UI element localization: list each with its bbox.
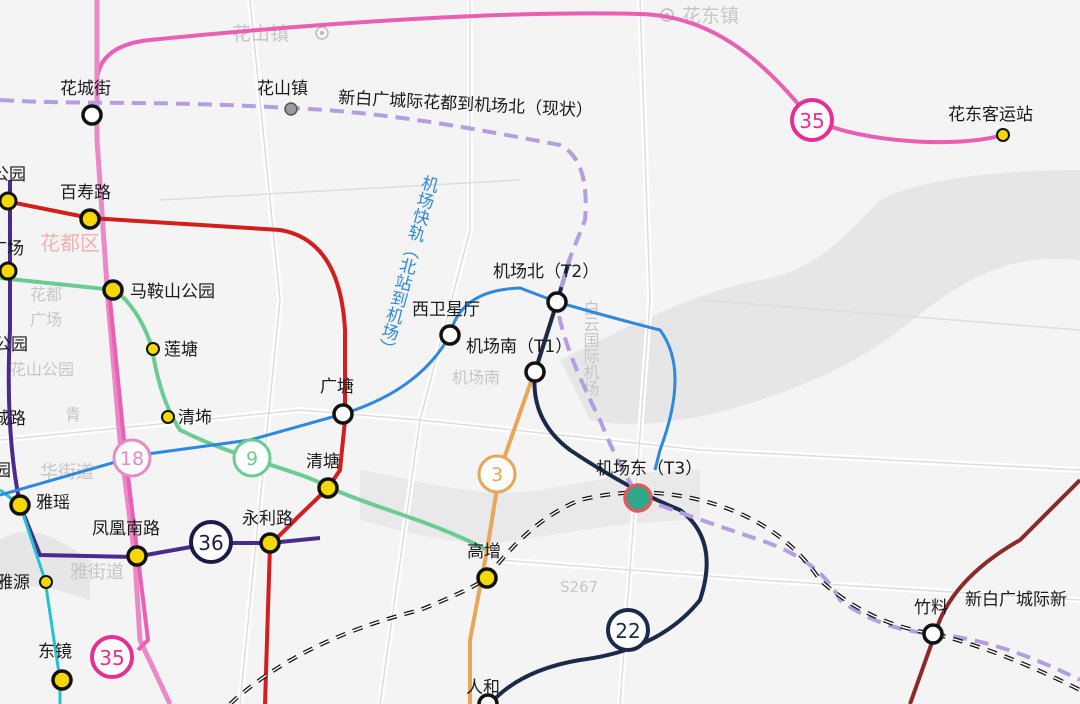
badge-line-9[interactable]: 9 bbox=[232, 438, 272, 478]
svg-text:高增: 高增 bbox=[467, 542, 501, 562]
svg-text:花山镇: 花山镇 bbox=[257, 79, 308, 99]
line-intercity-lavender[interactable] bbox=[0, 98, 1080, 682]
svg-text:公园: 公园 bbox=[0, 335, 28, 355]
place-baiyunjichang: 白云国际机场 bbox=[581, 300, 600, 397]
svg-text:9: 9 bbox=[246, 448, 258, 470]
terrain-ridge-south bbox=[360, 470, 700, 543]
svg-text:凤凰南路: 凤凰南路 bbox=[92, 519, 160, 539]
svg-text:公园: 公园 bbox=[0, 165, 26, 185]
station-jichangdong[interactable]: 机场东（T3） bbox=[596, 459, 702, 513]
place-huaduqu: 花都区 bbox=[40, 231, 100, 255]
place-guangchang: 广场 bbox=[30, 310, 62, 329]
station-fenghuangnanlu[interactable]: 凤凰南路 bbox=[92, 519, 160, 567]
svg-text:西卫星厅: 西卫星厅 bbox=[412, 300, 480, 320]
station-gaozeng[interactable]: 高增 bbox=[467, 542, 501, 589]
line-airport-express[interactable] bbox=[0, 286, 677, 497]
svg-text:广塘: 广塘 bbox=[320, 377, 354, 397]
svg-text:城路: 城路 bbox=[0, 409, 26, 429]
svg-text:广场: 广场 bbox=[0, 239, 24, 259]
station-gongyuan[interactable]: 公园 bbox=[0, 165, 26, 211]
svg-text:人和: 人和 bbox=[466, 678, 500, 698]
label-intercity-route-partial: 新白广城际新 bbox=[965, 590, 1067, 610]
svg-text:马鞍山公园: 马鞍山公园 bbox=[130, 282, 215, 302]
station-huadongkeyunzhan[interactable]: 花东客运站 bbox=[948, 105, 1033, 142]
svg-text:机场南（T1）: 机场南（T1） bbox=[466, 337, 572, 357]
svg-text:东镜: 东镜 bbox=[38, 642, 72, 662]
line-purple[interactable] bbox=[6, 180, 321, 560]
terrain-ridge-west bbox=[0, 531, 90, 600]
badge-line-35-top[interactable]: 35 bbox=[790, 98, 834, 142]
station-yayuan[interactable]: 雅源 bbox=[0, 573, 53, 593]
svg-text:百寿路: 百寿路 bbox=[60, 183, 111, 203]
station-huachengjie[interactable]: 花城街 bbox=[60, 79, 111, 126]
svg-text:莲塘: 莲塘 bbox=[164, 340, 198, 360]
station-baishoulu[interactable]: 百寿路 bbox=[60, 183, 111, 230]
station-yayao[interactable]: 雅瑶 bbox=[9, 493, 70, 516]
station-dongjing[interactable]: 东镜 bbox=[38, 642, 73, 691]
badge-line-18[interactable]: 18 bbox=[112, 438, 152, 478]
svg-text:花东镇: 花东镇 bbox=[682, 5, 739, 27]
svg-text:35: 35 bbox=[99, 646, 124, 670]
station-maanshan[interactable]: 马鞍山公园 bbox=[102, 279, 215, 302]
svg-text:清㘵: 清㘵 bbox=[178, 408, 212, 428]
svg-text:竹料: 竹料 bbox=[914, 598, 948, 618]
terrain-ridge-east bbox=[560, 170, 1080, 424]
station-jichangnan[interactable]: 机场南（T1） bbox=[466, 337, 572, 383]
station-gongyuan2[interactable]: 公园 bbox=[0, 335, 28, 355]
svg-text:花城街: 花城街 bbox=[60, 79, 111, 99]
place-huajiedao: 华街道 bbox=[40, 462, 94, 483]
station-qingtang[interactable]: 清塘 bbox=[306, 452, 340, 499]
station-liantang[interactable]: 莲塘 bbox=[146, 340, 198, 360]
line-red[interactable] bbox=[0, 198, 347, 704]
svg-text:雅瑶: 雅瑶 bbox=[36, 493, 70, 513]
station-xiweixingting[interactable]: 西卫星厅 bbox=[412, 300, 480, 346]
station-renhe[interactable]: 人和 bbox=[466, 678, 500, 704]
svg-text:机场北（T2）: 机场北（T2） bbox=[493, 262, 599, 282]
svg-text:3: 3 bbox=[491, 464, 503, 486]
station-chenglu[interactable]: 城路 bbox=[0, 409, 26, 429]
badge-line-22[interactable]: 22 bbox=[606, 608, 650, 652]
place-yajie: 雅街道 bbox=[70, 562, 124, 583]
place-jichangnan: 机场南 bbox=[452, 368, 500, 387]
line-22[interactable] bbox=[488, 257, 709, 704]
svg-text:18: 18 bbox=[120, 448, 144, 470]
svg-text:机场东（T3）: 机场东（T3） bbox=[596, 459, 702, 479]
svg-text:35: 35 bbox=[799, 109, 824, 133]
place-qing: 青 bbox=[65, 405, 81, 424]
station-qingbu[interactable]: 清㘵 bbox=[161, 408, 212, 428]
svg-text:22: 22 bbox=[615, 619, 640, 643]
badge-line-36[interactable]: 36 bbox=[189, 520, 233, 564]
station-jichangbei[interactable]: 机场北（T2） bbox=[493, 262, 599, 313]
svg-text:清塘: 清塘 bbox=[306, 452, 340, 472]
svg-text:花东客运站: 花东客运站 bbox=[948, 105, 1033, 125]
svg-text:36: 36 bbox=[198, 531, 223, 555]
station-yonglilu[interactable]: 永利路 bbox=[242, 509, 293, 554]
place-s267: S267 bbox=[560, 578, 598, 596]
line-35-north[interactable] bbox=[95, 11, 1004, 145]
badge-line-35-bottom[interactable]: 35 bbox=[90, 635, 134, 679]
station-guangchang[interactable]: 广场 bbox=[0, 239, 24, 281]
place-huadu: 花都 bbox=[30, 285, 62, 304]
station-huashanzhen[interactable]: 花山镇 bbox=[257, 79, 308, 116]
place-huashanpark: 花山公园 bbox=[10, 360, 74, 379]
line-18[interactable] bbox=[94, 0, 173, 704]
badge-line-3[interactable]: 3 bbox=[477, 454, 517, 494]
svg-text:永利路: 永利路 bbox=[242, 509, 293, 529]
station-guangtang[interactable]: 广塘 bbox=[320, 377, 354, 425]
svg-text:园: 园 bbox=[0, 461, 11, 481]
station-yuan[interactable]: 园 bbox=[0, 461, 11, 481]
svg-text:雅源: 雅源 bbox=[0, 573, 30, 593]
station-zhuliao[interactable]: 竹料 bbox=[914, 598, 948, 645]
